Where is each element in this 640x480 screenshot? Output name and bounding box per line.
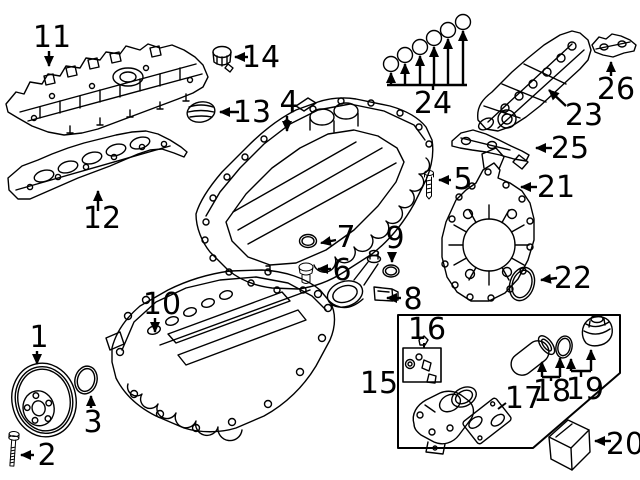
part-17-gasket (462, 397, 512, 445)
part-2-bolt (8, 431, 20, 467)
callout-15: 15 (360, 366, 398, 401)
part-23-cylinder-head-part (477, 30, 592, 132)
callout-18-label: 18 (533, 374, 571, 409)
callout-6: 6 (317, 253, 352, 288)
callout-19-label: 19 (566, 372, 604, 407)
callout-11: 11 (33, 20, 71, 67)
callout-23: 23 (548, 89, 603, 133)
callout-15-label: 15 (360, 366, 398, 401)
part-13-cap-gasket (186, 101, 216, 123)
part-10-lower-oil-pan (105, 265, 336, 442)
callout-23-label: 23 (565, 98, 603, 133)
part-15-filter-housing-box (397, 314, 621, 449)
callout-12-label: 12 (83, 201, 121, 236)
callout-13-label: 13 (233, 95, 271, 130)
callout-22: 22 (540, 261, 592, 296)
callout-18: 18 (533, 357, 571, 409)
part-26-bracket (591, 33, 637, 58)
callout-21-label: 21 (537, 170, 575, 205)
part-9-o-ring (382, 264, 400, 278)
part-22-seal (508, 266, 536, 302)
callout-4-label: 4 (279, 85, 298, 120)
callout-19: 19 (566, 349, 604, 407)
callout-13: 13 (219, 95, 271, 130)
part-7-o-ring (298, 233, 318, 249)
callout-23-arrow (548, 89, 567, 107)
callout-16-label: 16 (408, 312, 446, 347)
part-15-oil-filter-housing (412, 386, 477, 455)
callout-2: 2 (20, 438, 57, 473)
callout-24: 24 (386, 30, 468, 121)
callout-25: 25 (535, 131, 589, 166)
part-12-valve-cover-gasket (7, 130, 188, 200)
callout-16: 16 (408, 312, 446, 348)
callout-7-arrow (320, 236, 337, 246)
callout-17-leader (497, 402, 507, 410)
callout-14-label: 14 (242, 40, 280, 75)
callout-9: 9 (385, 221, 405, 263)
callout-19-bracket (571, 369, 591, 377)
callout-3: 3 (83, 395, 103, 440)
part-19-filter-cap (581, 314, 613, 347)
callout-20-label: 20 (606, 427, 640, 462)
callout-10: 10 (143, 287, 181, 333)
callout-1: 1 (29, 320, 49, 365)
part-3-seal-ring (74, 365, 98, 395)
callout-22-arrow (540, 273, 558, 284)
callout-20: 20 (594, 427, 640, 462)
callout-24-label: 24 (414, 86, 452, 121)
part-5-bolt (424, 170, 434, 200)
part-16-seal-kit-box (402, 335, 442, 384)
callout-5: 5 (438, 162, 473, 197)
callout-8: 8 (386, 282, 423, 317)
part-11-valve-cover (5, 43, 209, 136)
callout-11-label: 11 (33, 20, 71, 55)
callout-8-label: 8 (403, 282, 422, 317)
callout-25-label: 25 (551, 131, 589, 166)
part-24-studs (382, 13, 472, 73)
callout-22-label: 22 (554, 261, 592, 296)
part-14-oil-filler-cap (212, 45, 234, 73)
callout-6-label: 6 (332, 253, 351, 288)
callout-24-bracket (387, 83, 467, 90)
part-20-bracket (548, 419, 591, 471)
part-25-bracket (451, 129, 530, 170)
part-1-crankshaft-pulley (11, 362, 77, 438)
part-18-oil-filter (510, 335, 573, 376)
callout-10-label: 10 (143, 287, 181, 322)
callout-9-label: 9 (385, 221, 404, 256)
callout-12: 12 (83, 190, 121, 236)
callout-7-label: 7 (336, 220, 355, 255)
callout-7: 7 (320, 220, 356, 255)
callout-5-label: 5 (453, 162, 472, 197)
callout-26-label: 26 (597, 72, 635, 107)
callout-17-label: 17 (505, 381, 543, 416)
callout-4: 4 (279, 85, 299, 132)
part-4-upper-oil-pan (195, 97, 434, 294)
callout-18-bracket (542, 375, 560, 381)
callout-1-label: 1 (29, 320, 48, 355)
callout-21: 21 (520, 170, 575, 205)
callout-17: 17 (497, 381, 543, 416)
callout-26: 26 (597, 61, 635, 107)
callout-2-label: 2 (37, 438, 56, 473)
callout-14: 14 (234, 40, 280, 75)
callout-3-label: 3 (83, 405, 102, 440)
